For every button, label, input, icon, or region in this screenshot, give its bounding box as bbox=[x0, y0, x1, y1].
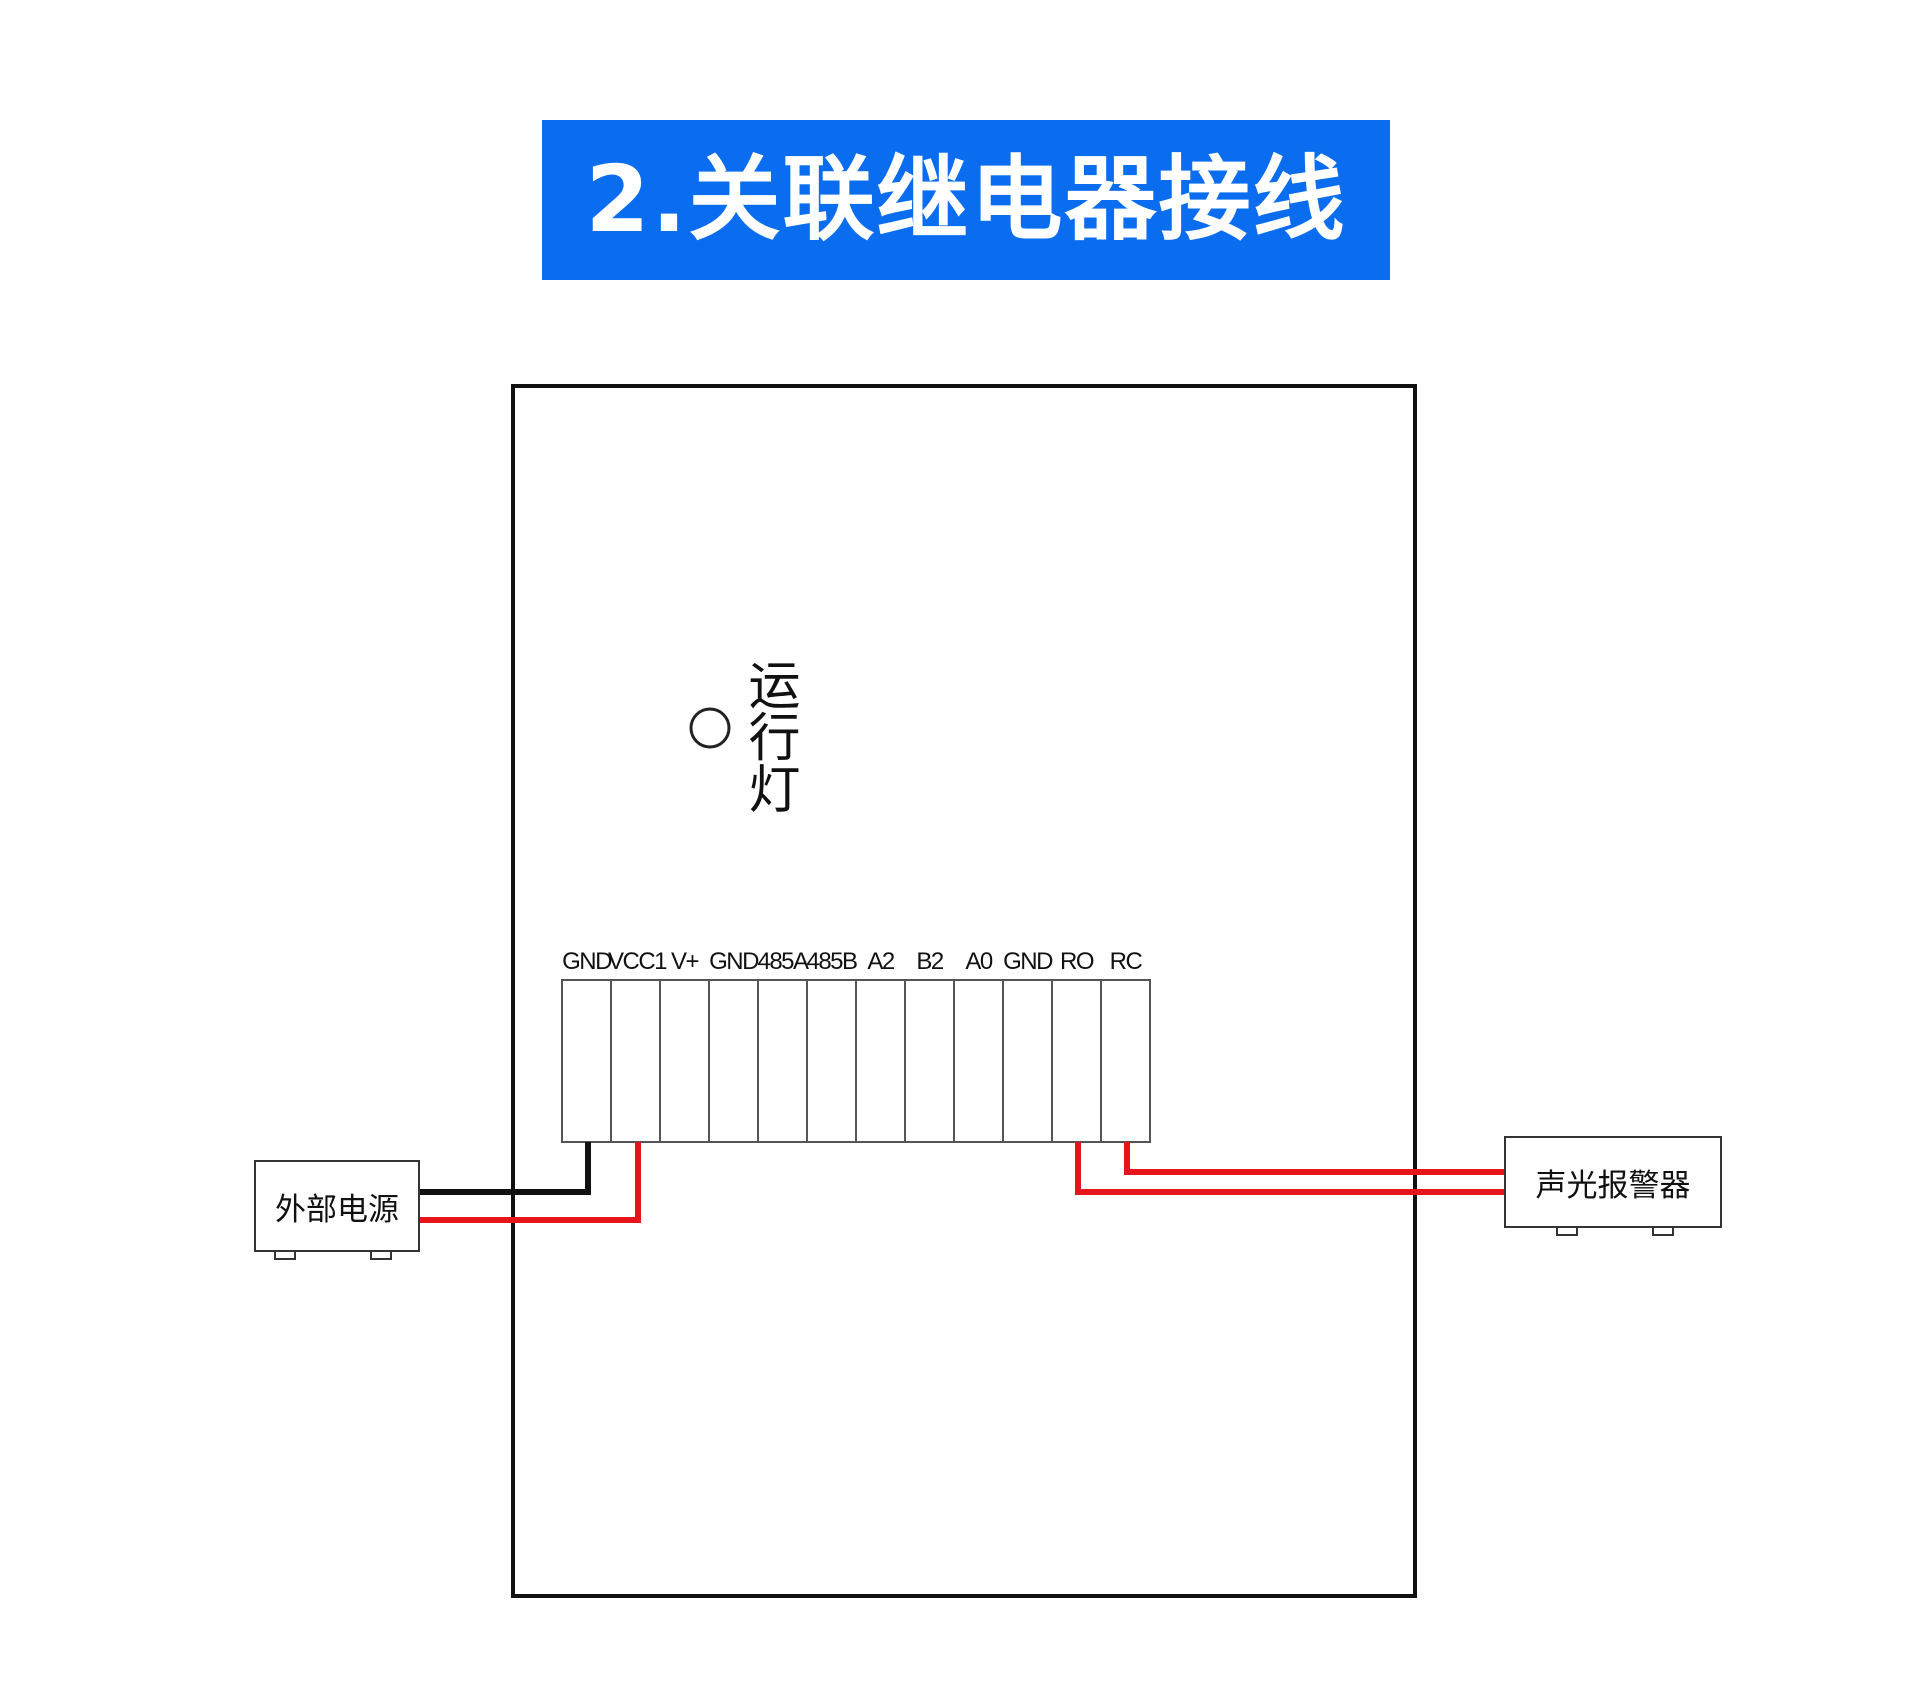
terminal-label-a2: A2 bbox=[867, 948, 895, 975]
terminal-label-a0: A0 bbox=[965, 948, 993, 975]
terminal-cell-vcc1 bbox=[610, 979, 661, 1143]
terminal-label-gnd-2: GND bbox=[709, 948, 759, 975]
power-source-label: 外部电源 bbox=[275, 1191, 399, 1228]
terminal-cell-485a bbox=[757, 979, 808, 1143]
terminal-cell-v-plus bbox=[659, 979, 710, 1143]
power-source-foot-left bbox=[274, 1252, 296, 1260]
terminal-label-v-plus: V+ bbox=[670, 948, 700, 975]
terminal-label-ro: RO bbox=[1060, 948, 1095, 975]
wire-ro-alarm bbox=[1075, 1142, 1506, 1195]
terminal-label-gnd: GND bbox=[562, 948, 612, 975]
terminal-label-485b: 485B bbox=[806, 948, 858, 975]
indicator-label: 运行灯 bbox=[739, 658, 799, 814]
wire-rc-alarm bbox=[1124, 1142, 1506, 1175]
terminal-label-vcc1: VCC1 bbox=[608, 948, 668, 975]
terminal-cell-ro bbox=[1051, 979, 1102, 1143]
alarm-foot-left bbox=[1556, 1228, 1578, 1236]
terminal-cell-gnd-2 bbox=[708, 979, 759, 1143]
alarm-box: 声光报警器 bbox=[1504, 1136, 1722, 1228]
wire-power-gnd bbox=[420, 1142, 591, 1195]
indicator-light-icon bbox=[689, 707, 731, 749]
terminal-label-b2: B2 bbox=[916, 948, 944, 975]
terminal-label-rc: RC bbox=[1109, 948, 1143, 975]
page-title: 2.关联继电器接线 bbox=[585, 146, 1347, 253]
terminal-cell-485b bbox=[806, 979, 857, 1143]
terminal-block bbox=[561, 979, 1151, 1143]
title-banner: 2.关联继电器接线 bbox=[542, 120, 1390, 280]
terminal-cell-a0 bbox=[953, 979, 1004, 1143]
power-source-box: 外部电源 bbox=[254, 1160, 420, 1252]
power-source-foot-right bbox=[370, 1252, 392, 1260]
alarm-foot-right bbox=[1652, 1228, 1674, 1236]
terminal-cell-rc bbox=[1100, 979, 1151, 1143]
terminal-cell-gnd-3 bbox=[1002, 979, 1053, 1143]
terminal-cell-b2 bbox=[904, 979, 955, 1143]
terminal-label-gnd-3: GND bbox=[1003, 948, 1053, 975]
wire-power-vcc1 bbox=[420, 1142, 641, 1223]
terminal-cell-a2 bbox=[855, 979, 906, 1143]
alarm-label: 声光报警器 bbox=[1535, 1167, 1691, 1204]
terminal-label-485a: 485A bbox=[757, 948, 809, 975]
terminal-cell-gnd bbox=[561, 979, 612, 1143]
